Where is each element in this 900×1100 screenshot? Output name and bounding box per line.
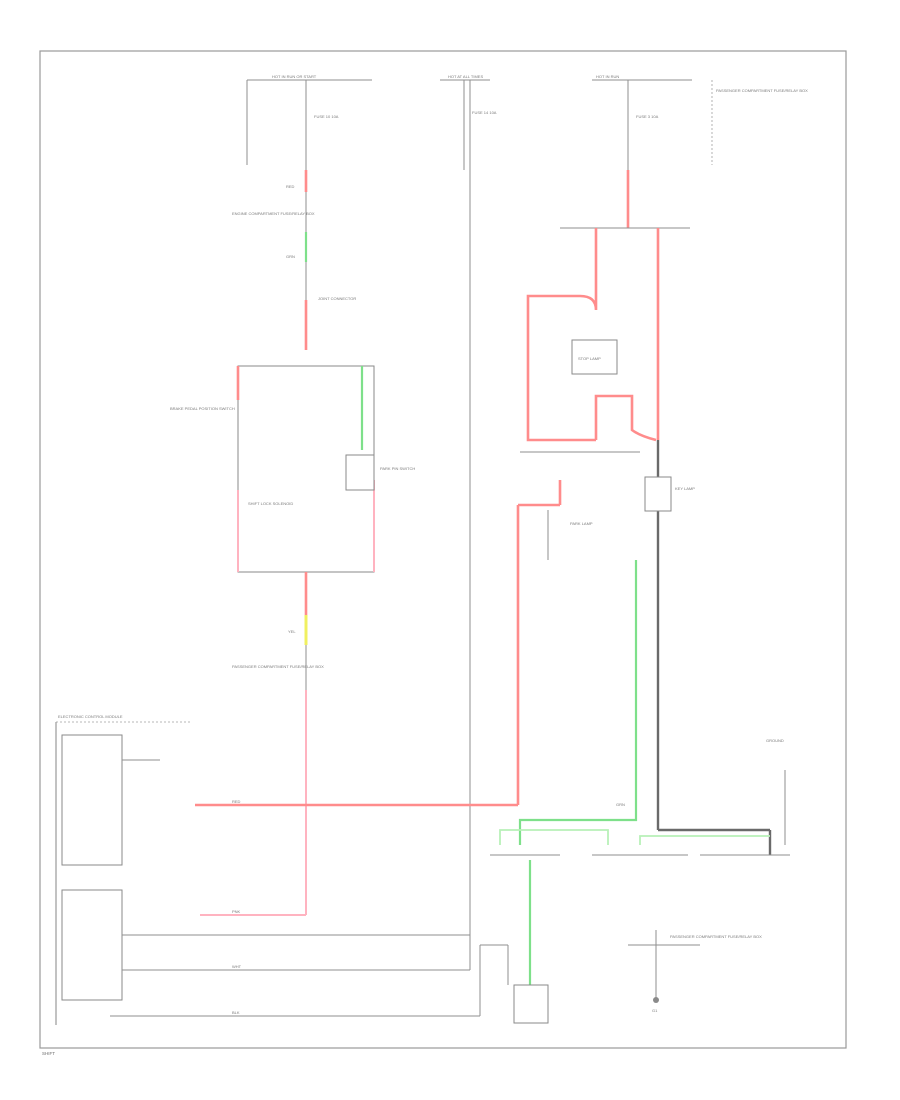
shift-lock-label: SHIFT LOCK SOLENOID <box>248 501 293 506</box>
ecm-block-lower <box>61 889 123 1001</box>
fuse-right-label: FUSE 3 10A <box>636 114 659 119</box>
right-box-label: PASSENGER COMPARTMENT FUSE/RELAY BOX <box>716 88 808 93</box>
left-connector-label: ENGINE COMPARTMENT FUSE/RELAY BOX <box>232 211 315 216</box>
wire-red-label-2: RED <box>232 799 241 804</box>
wire-blk-label: BLK <box>232 1010 240 1015</box>
wire-pnk-label: PNK <box>232 909 241 914</box>
brake-switch-label: BRAKE PEDAL POSITION SWITCH <box>170 406 235 411</box>
fuse-left-label: FUSE 10 10A <box>314 114 339 119</box>
wire-wht-label: WHT <box>232 964 242 969</box>
wire-grn-label-2: GRN <box>616 802 625 807</box>
wire-green-right <box>518 560 638 845</box>
rear-block-label: PASSENGER COMPARTMENT FUSE/RELAY BOX <box>232 664 324 669</box>
park-lamp-label: PARK LAMP <box>570 521 593 526</box>
joint-connector-label: JOINT CONNECTOR <box>318 296 356 301</box>
ecm-block-upper <box>61 734 123 866</box>
key-lamp-label: KEY LAMP <box>675 486 695 491</box>
fuse-mid-label: FUSE 14 10A <box>472 110 497 115</box>
shift-lock-solenoid <box>513 984 549 1024</box>
top-bus <box>246 79 713 170</box>
stop-lamp-label: STOP LAMP <box>578 356 601 361</box>
top-left-fuse-label: HOT IN RUN OR START <box>272 74 317 79</box>
top-mid-fuse-label: HOT AT ALL TIMES <box>448 74 483 79</box>
top-right-fuse-label: HOT IN RUN <box>596 74 619 79</box>
wire-grn-label-1: GRN <box>286 254 295 259</box>
key-lamp <box>644 476 672 512</box>
diagram-frame <box>39 50 847 1049</box>
wire-red-label-1: RED <box>286 184 295 189</box>
stop-lamp <box>571 339 618 375</box>
park-pin-relay <box>345 454 375 491</box>
wire-red-loop <box>526 228 598 442</box>
ground-g1-label: G1 <box>652 1008 658 1013</box>
rear-box-right-label: PASSENGER COMPARTMENT FUSE/RELAY BOX <box>670 934 762 939</box>
electronic-module-label: ELECTRONIC CONTROL MODULE <box>58 714 123 719</box>
wire-yel-label: YEL <box>288 629 296 634</box>
park-pin-label: PARK PIN SWITCH <box>380 466 415 471</box>
ground-label: GROUND <box>766 738 784 743</box>
footer-label: SHIFT <box>42 1051 55 1056</box>
